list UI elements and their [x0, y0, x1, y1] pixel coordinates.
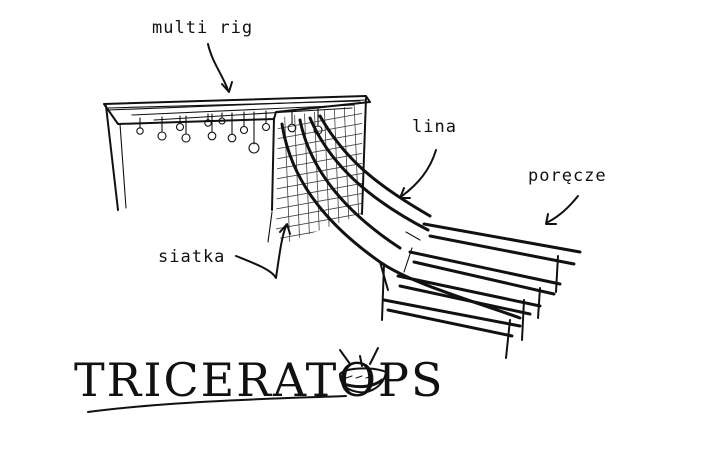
title-block: TRICERATOPS	[74, 353, 442, 413]
label-poręcze: poręcze	[528, 166, 607, 186]
label-lina: lina	[412, 117, 457, 137]
triceratops-doodle-icon	[339, 347, 387, 394]
arrow-multi-rig	[207, 43, 229, 91]
frame-structure	[103, 95, 371, 243]
parallel-rails	[382, 222, 582, 359]
multi-rig-rings	[136, 107, 323, 154]
annotation-arrows	[207, 43, 579, 279]
title-underline	[87, 395, 347, 413]
label-multi-rig: multi rig	[152, 18, 253, 38]
arrow-siatka	[235, 225, 287, 279]
label-siatka: siatka	[158, 247, 225, 267]
rope-slide	[280, 114, 522, 321]
arrow-poręcze	[547, 195, 579, 223]
arrow-lina	[401, 149, 437, 197]
